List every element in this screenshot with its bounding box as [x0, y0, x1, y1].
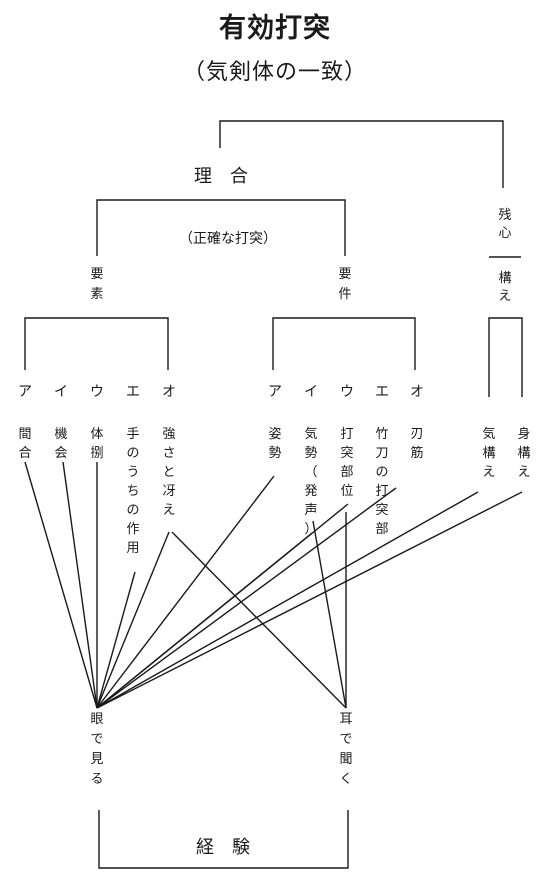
youso-item-0-letter: ア	[18, 384, 32, 400]
youken-item-2-label: 打突部位	[340, 427, 353, 499]
youken-item-3-letter: エ	[375, 384, 389, 400]
youken-item-3-label: 竹刀の打突部	[375, 427, 388, 537]
youso-item-2-letter: ウ	[90, 384, 104, 400]
youso-item-1-label: 機会	[54, 427, 67, 461]
keiken-label: 経 験	[196, 837, 250, 858]
kamae-item-1-label: 身構え	[517, 426, 530, 480]
youso-item-2-label: 体捌	[90, 427, 103, 461]
youken-item-0-label: 姿勢	[268, 426, 281, 461]
youken-item-1-label: 気勢（発声）	[304, 426, 317, 537]
line-to-eye-7	[96, 503, 349, 709]
bracket-keiken	[98, 810, 349, 869]
bracket-kamae	[488, 317, 523, 397]
seikaku-label: （正確な打突）	[179, 230, 277, 247]
riai-label: 理 合	[194, 166, 248, 187]
bracket-youken	[272, 317, 416, 370]
line-to-eye-4	[96, 531, 170, 709]
line-to-ear-1	[312, 520, 347, 709]
mimi-de-kiku-label: 耳で聞く	[339, 712, 352, 787]
youken-item-2-letter: ウ	[340, 384, 354, 400]
youso-item-3-label: 手のうちの作用	[126, 427, 139, 556]
diagram-lines	[24, 120, 523, 869]
youso-item-1-letter: イ	[54, 384, 68, 400]
youken-heading: 要件	[338, 267, 351, 302]
youso-item-3-letter: エ	[126, 384, 140, 400]
line-to-eye-1	[62, 461, 98, 709]
youso-item-4-letter: オ	[162, 384, 176, 400]
line-to-eye-10	[96, 491, 523, 709]
line-to-eye-0	[24, 461, 98, 709]
line-to-eye-5	[96, 475, 275, 709]
bracket-top	[219, 120, 504, 188]
youso-item-4-label: 強さと冴え	[162, 427, 175, 518]
youken-item-0-letter: ア	[268, 384, 282, 400]
bracket-youso	[24, 317, 169, 370]
youken-item-1-letter: イ	[304, 384, 318, 400]
youso-item-0-label: 間合	[18, 427, 31, 461]
line-to-eye-9	[96, 491, 479, 709]
me-de-miru-label: 眼で見る	[90, 712, 103, 787]
diagram-title: 有効打突	[219, 13, 331, 44]
diagram-subtitle: （気剣体の一致）	[182, 60, 367, 85]
kamae-item-0-label: 気構え	[482, 426, 495, 480]
youso-heading: 要素	[90, 267, 103, 302]
line-to-eye-3	[96, 571, 136, 709]
line-to-ear-0	[171, 531, 347, 709]
youken-item-4-letter: オ	[410, 384, 424, 400]
youken-item-4-label: 刃筋	[410, 427, 423, 461]
bracket-riai	[96, 199, 346, 256]
zanshin-label: 残心	[498, 208, 511, 241]
kamae-label: 構え	[498, 271, 511, 304]
